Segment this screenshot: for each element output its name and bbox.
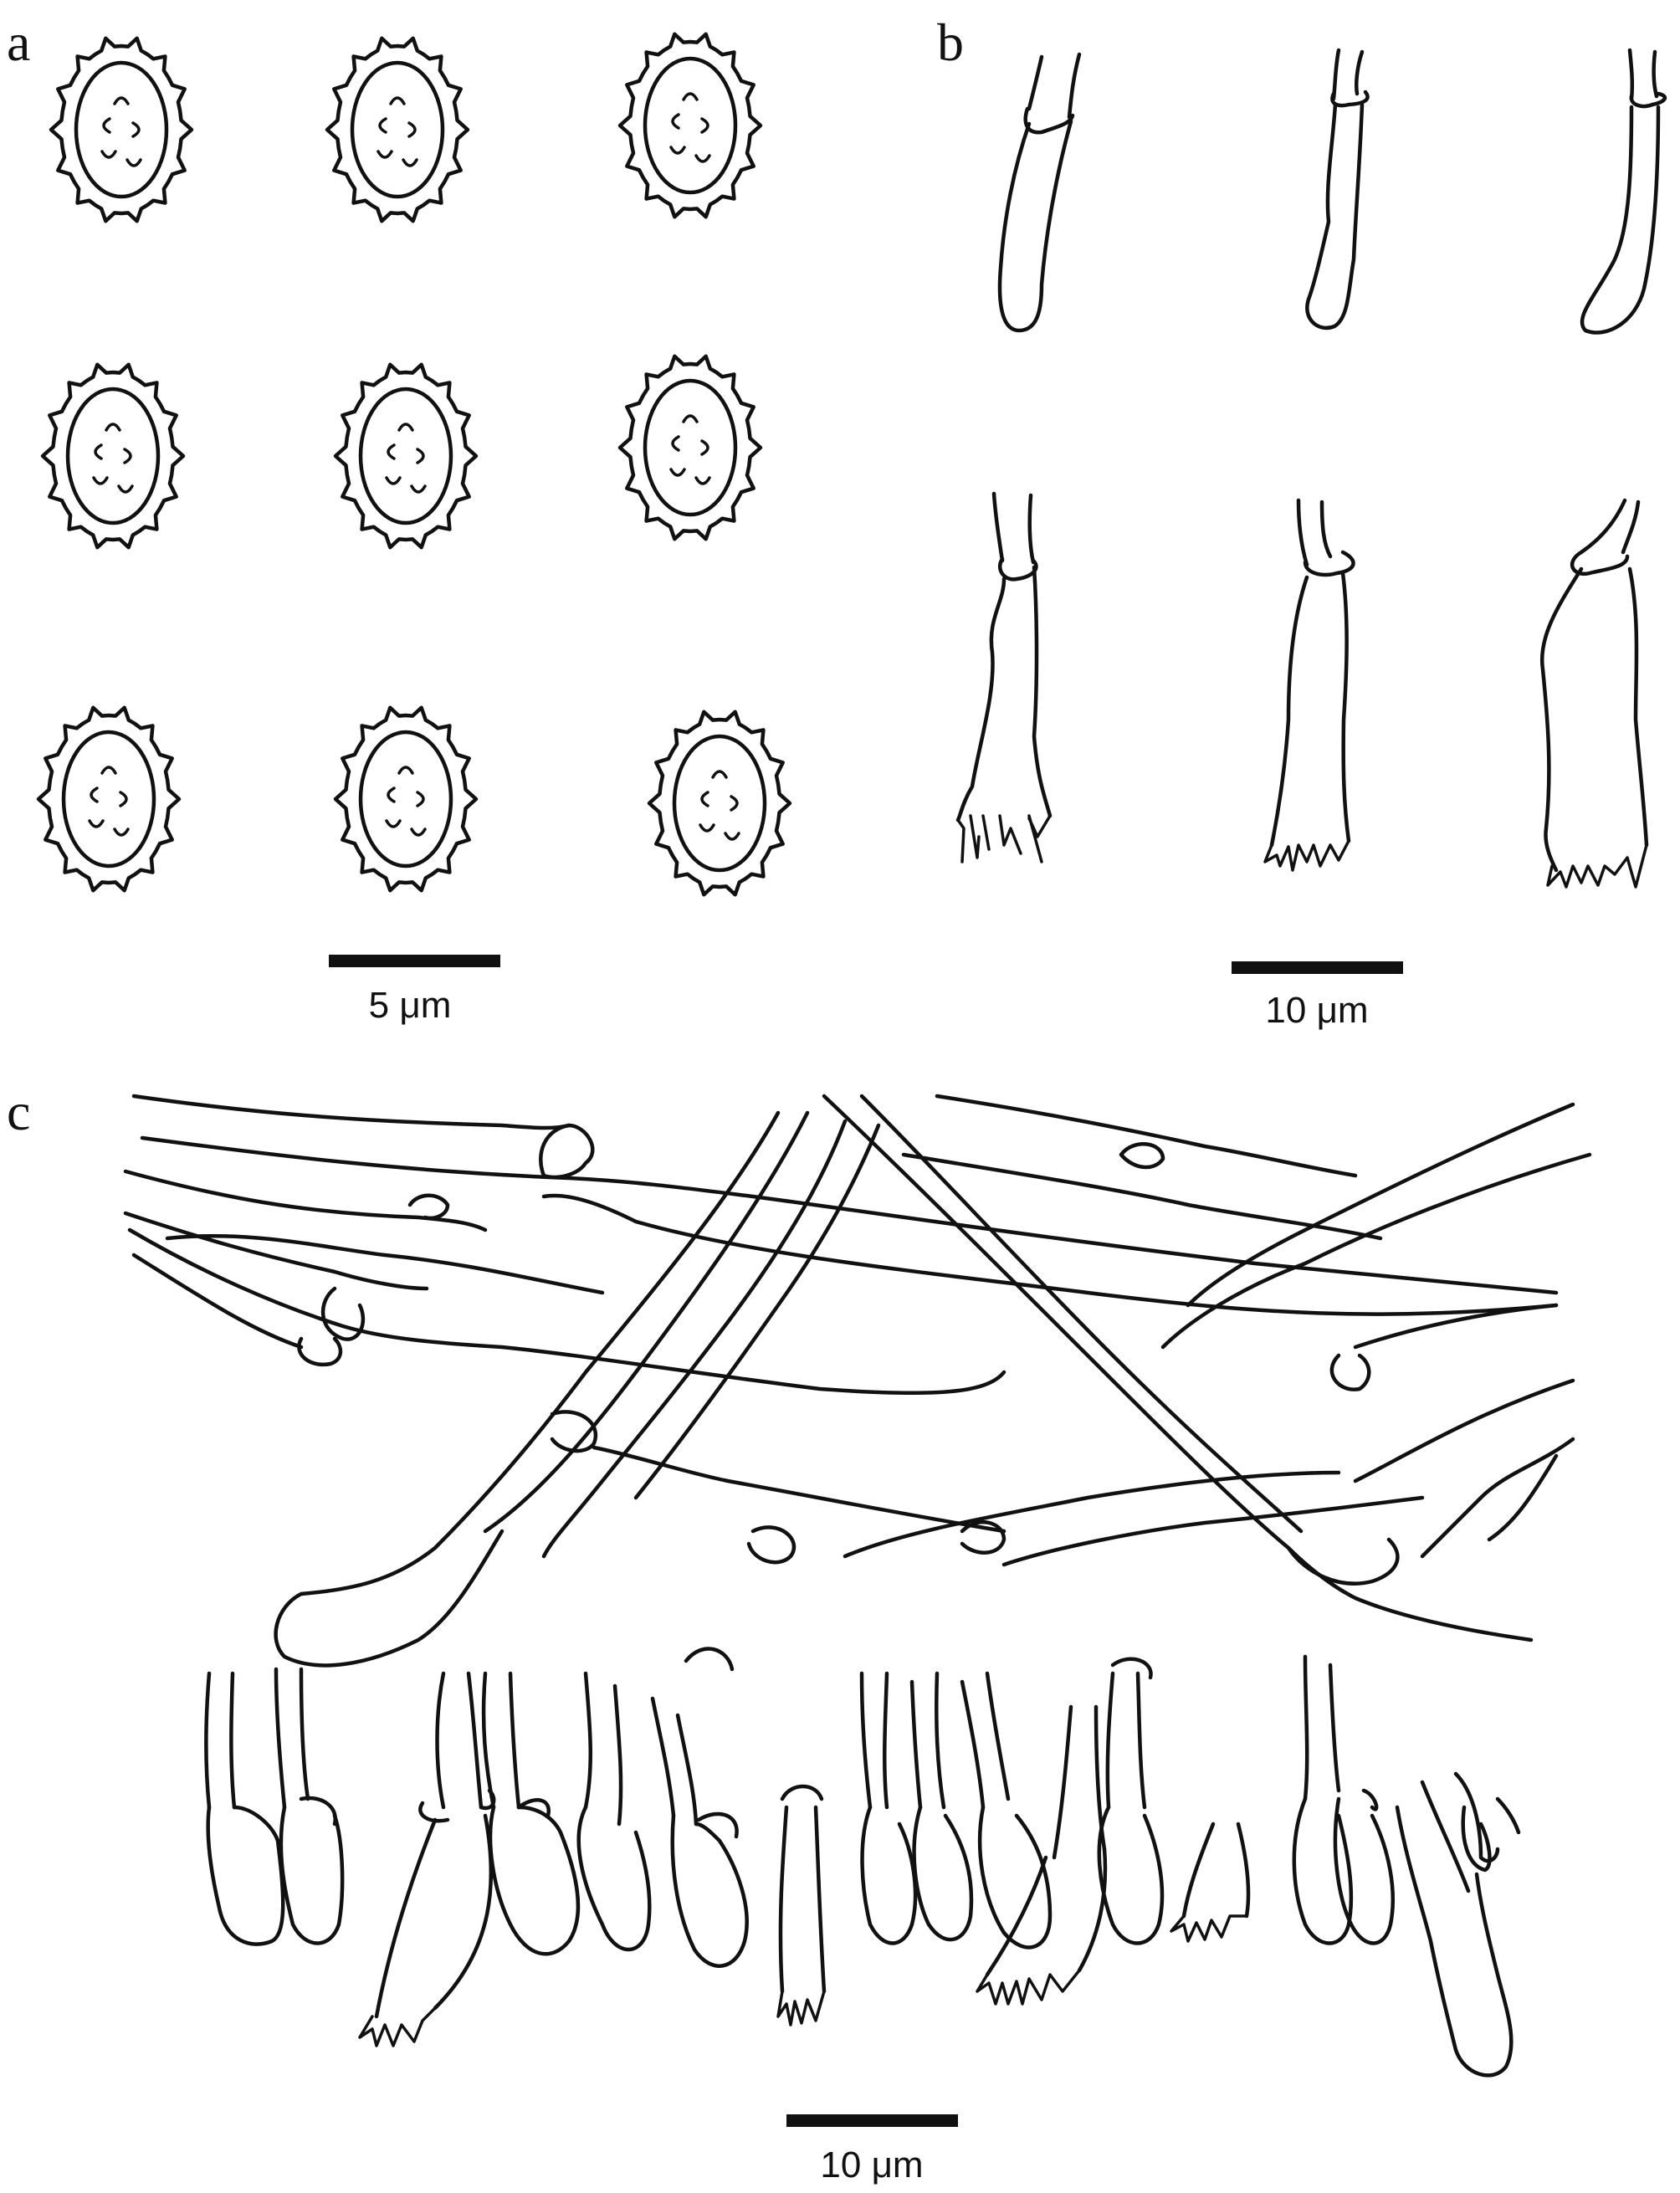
basidiospore	[647, 710, 792, 897]
panel-c-label: c	[7, 1082, 30, 1141]
basidiole	[1580, 48, 1667, 335]
panel-a-scale-bar	[329, 955, 500, 967]
basidiospore	[325, 36, 470, 223]
basidiospore	[333, 705, 479, 893]
panel-b-scale-bar	[1232, 961, 1403, 974]
panel-c: c	[7, 1082, 1592, 2185]
basidiospore	[617, 32, 763, 219]
spore-grid	[36, 32, 792, 897]
panel-b-label: b	[937, 13, 964, 72]
basidiole	[1305, 48, 1370, 330]
basidium	[1539, 498, 1649, 889]
panel-c-scale-bar	[786, 2114, 958, 2127]
basidiole	[997, 52, 1082, 333]
hymenium	[204, 1647, 1521, 2078]
basidiospore	[49, 36, 194, 223]
basidium	[1263, 498, 1355, 872]
panel-a-scale-label: 5 μm	[369, 985, 452, 1026]
basidiospore	[333, 362, 479, 550]
basidiospore	[40, 362, 186, 550]
hyphae-network	[123, 1094, 1592, 1668]
basidium	[955, 491, 1053, 863]
panel-a: a 5 μm	[7, 13, 792, 1026]
basidiospore	[36, 705, 182, 893]
panel-b: b	[937, 13, 1667, 1031]
panel-c-scale-label: 10 μm	[820, 2144, 923, 2185]
basidiospore	[617, 354, 763, 541]
panel-a-label: a	[7, 13, 30, 72]
panel-b-scale-label: 10 μm	[1265, 990, 1368, 1031]
